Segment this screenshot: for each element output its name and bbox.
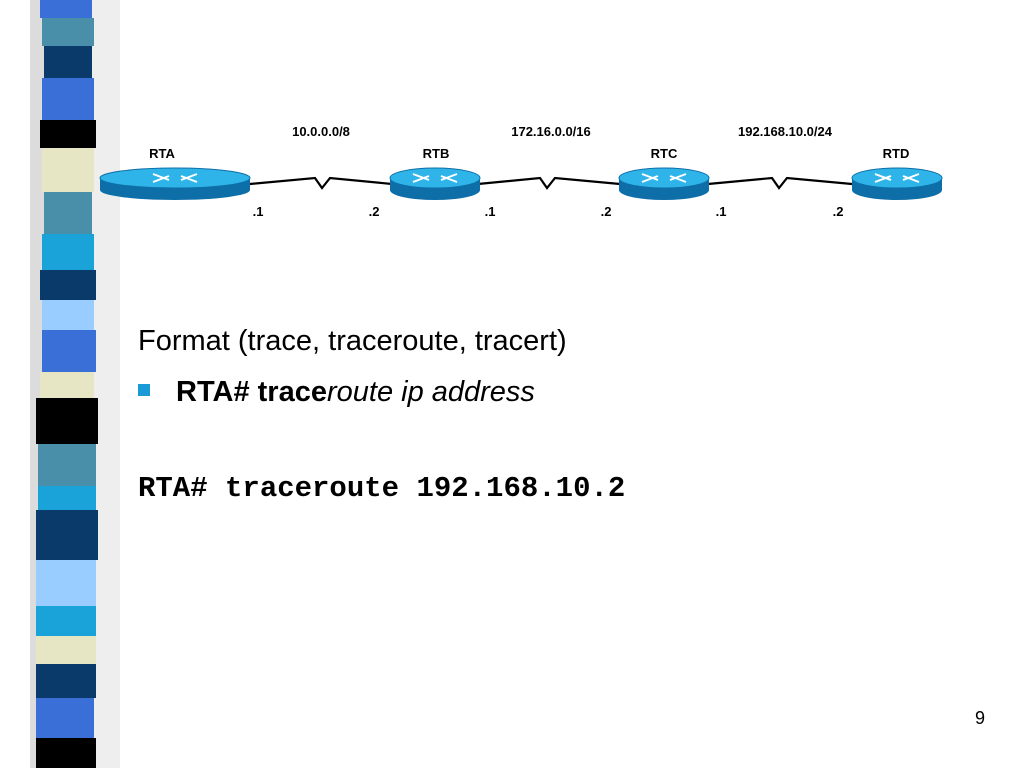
syntax-bullet: RTA# traceroute ip address [138, 376, 535, 409]
stripe-block [36, 398, 98, 444]
stripe-block [40, 120, 96, 148]
interface-label: .2 [600, 204, 612, 219]
syntax-arguments: route ip address [326, 376, 535, 408]
stripe-block [44, 46, 92, 78]
decorative-stripe [0, 0, 120, 768]
stripe-block [42, 330, 96, 372]
router-icon-rta [99, 167, 251, 200]
interface-label: .1 [252, 204, 264, 219]
stripe-block [36, 510, 98, 560]
stripe-block [42, 148, 94, 192]
bullet-square-icon [138, 384, 150, 397]
stripe-block [36, 606, 96, 636]
stripe-block [36, 560, 96, 606]
stripe-block [36, 698, 94, 738]
serial-link-3 [707, 176, 853, 190]
stripe-block [36, 738, 96, 768]
stripe-block [42, 300, 94, 330]
interface-label: .1 [484, 204, 496, 219]
stripe-block [42, 78, 94, 120]
stripe-block [44, 192, 92, 234]
stripe-block [40, 0, 92, 18]
router-label-rtd: RTD [882, 146, 910, 161]
page-number: 9 [975, 708, 986, 728]
router-label-rtc: RTC [650, 146, 678, 161]
stripe-block [36, 664, 96, 698]
stripe-block [40, 372, 94, 398]
stripe-block [40, 270, 96, 300]
stripe-block [38, 486, 96, 510]
stripe-block [42, 18, 94, 46]
network-label-2: 172.16.0.0/16 [511, 124, 591, 139]
command-example: RTA# traceroute 192.168.10.2 [138, 472, 626, 505]
syntax-prompt: RTA# trace [176, 376, 327, 408]
router-label-rtb: RTB [422, 146, 450, 161]
stripe-block [36, 636, 96, 664]
router-icon-rtc [618, 167, 710, 200]
serial-link-1 [249, 176, 393, 190]
router-label-rta: RTA [149, 146, 175, 161]
interface-label: .1 [715, 204, 727, 219]
interface-label: .2 [368, 204, 380, 219]
format-heading: Format (trace, traceroute, tracert) [138, 325, 567, 357]
network-label-1: 10.0.0.0/8 [292, 124, 350, 139]
router-icon-rtb [389, 167, 481, 200]
network-label-3: 192.168.10.0/24 [738, 124, 832, 139]
router-icon-rtd [851, 167, 943, 200]
stripe-block [42, 234, 94, 270]
serial-link-2 [477, 176, 621, 190]
stripe-block [38, 444, 96, 486]
interface-label: .2 [832, 204, 844, 219]
